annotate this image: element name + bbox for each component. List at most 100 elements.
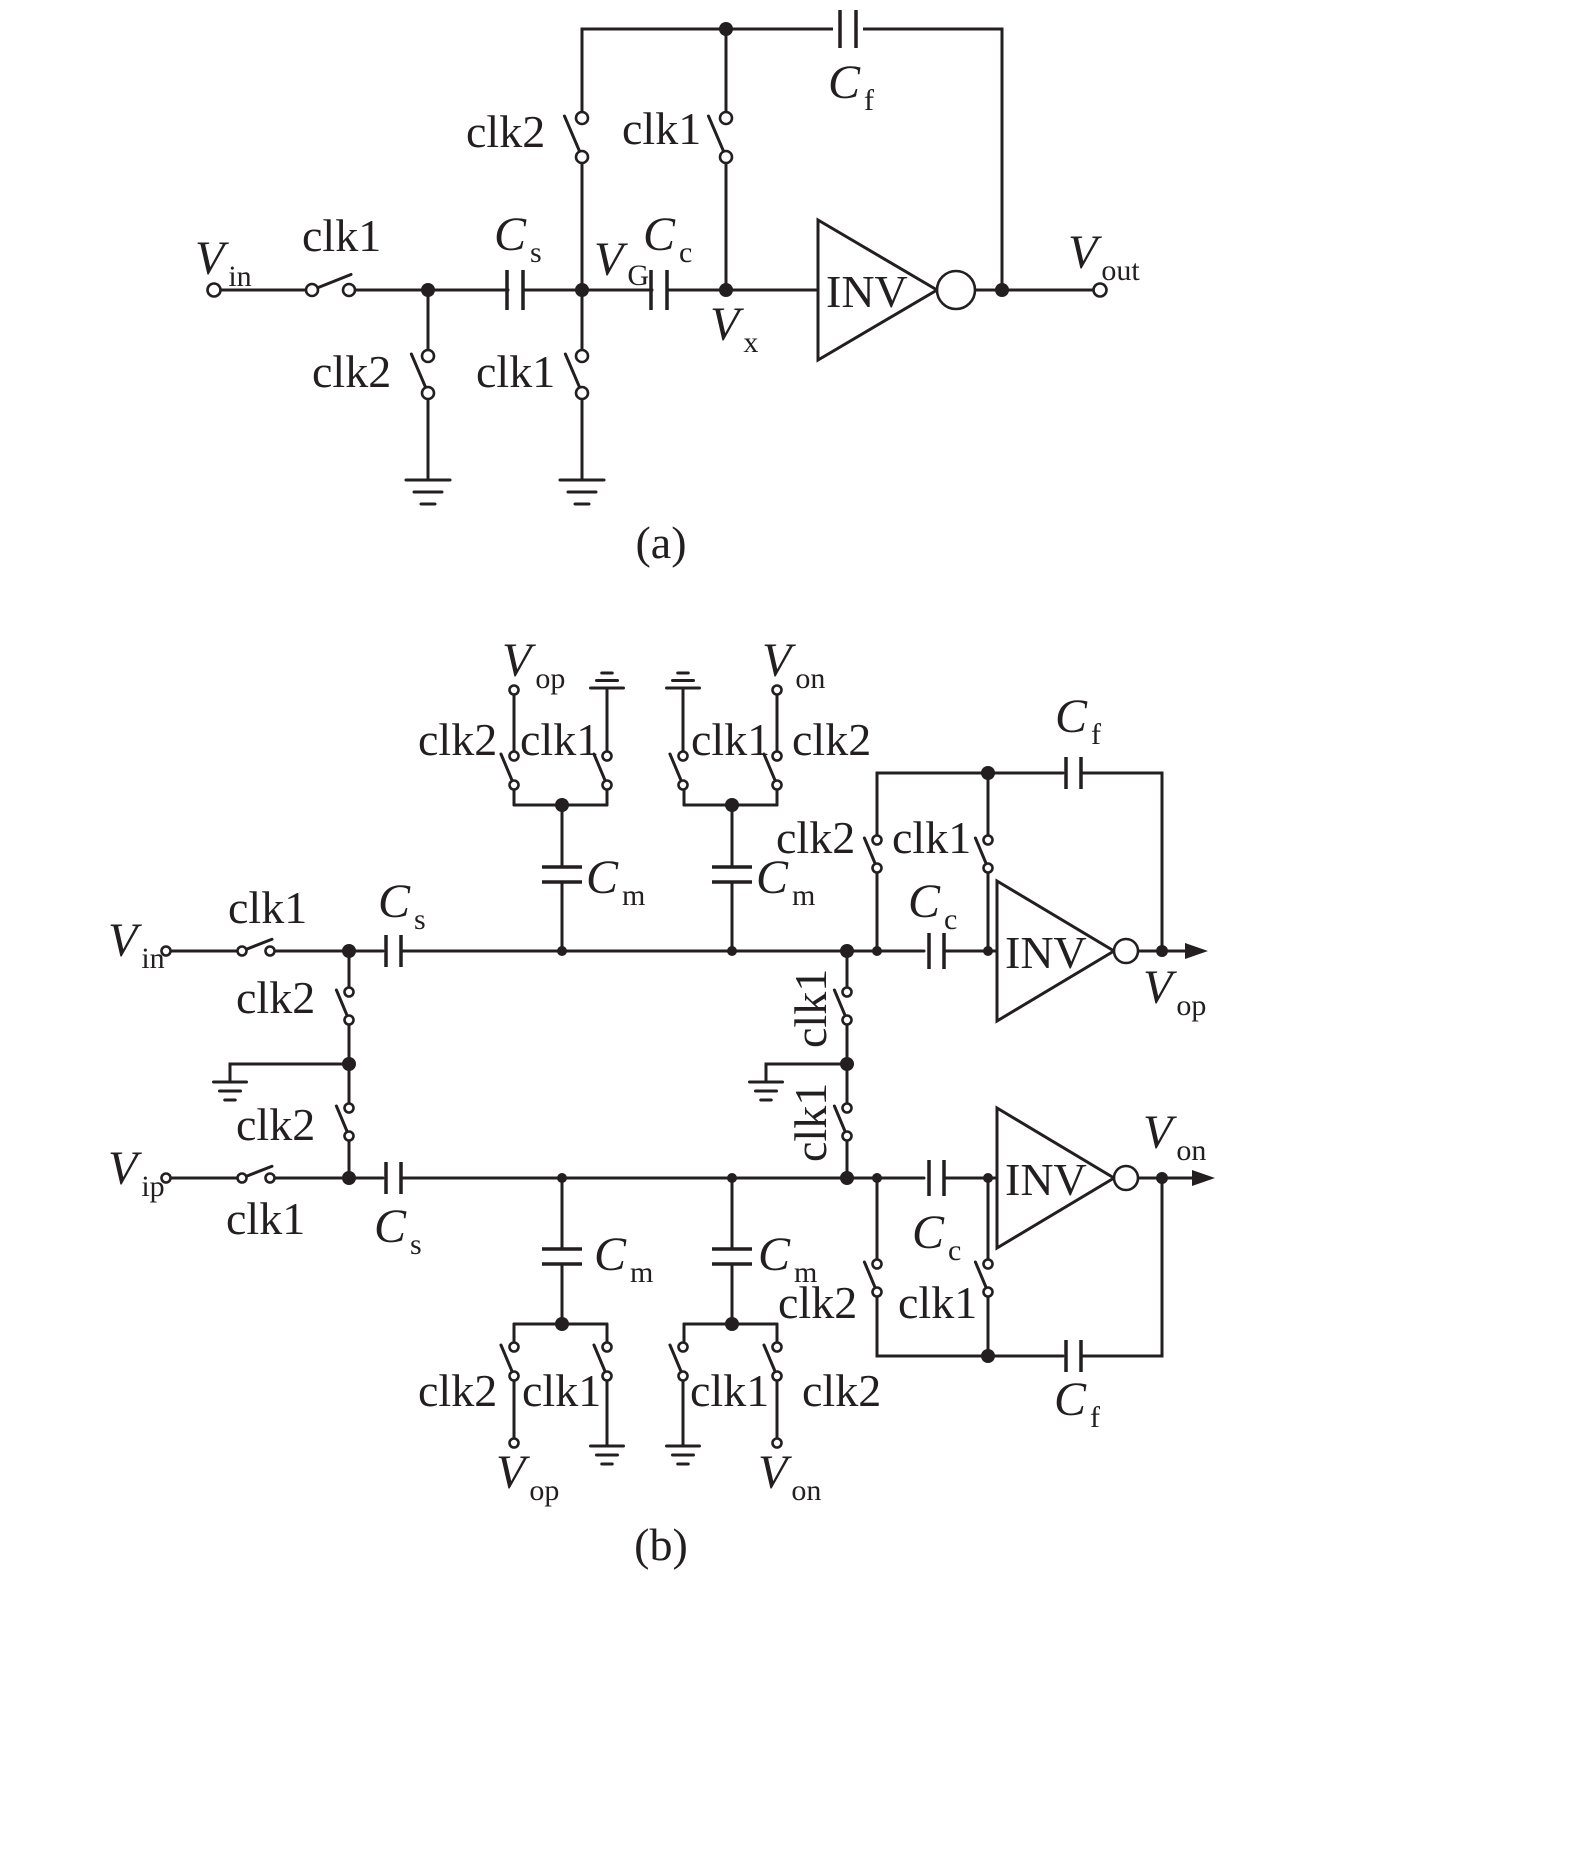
junction-node	[727, 1173, 737, 1183]
junction-node	[342, 1057, 356, 1071]
junction-node	[840, 1171, 854, 1185]
capacitor-gap	[833, 16, 863, 42]
output-arrow	[1185, 943, 1208, 959]
switch	[668, 1341, 689, 1382]
caption-b: (b)	[634, 1519, 688, 1570]
junction-node	[872, 1173, 882, 1183]
clk2-label: clk2	[802, 1365, 881, 1416]
clk2-label: clk2	[312, 346, 391, 397]
clk1-label: clk1	[892, 812, 971, 863]
junction-node	[1156, 945, 1168, 957]
junction-node	[719, 283, 733, 297]
junction-node	[872, 946, 882, 956]
ground-symbol	[748, 1080, 784, 1102]
switch	[236, 1164, 276, 1184]
switch	[562, 110, 590, 165]
junction-node	[421, 283, 435, 297]
junction-node	[725, 798, 739, 812]
switch	[499, 750, 520, 791]
capacitor	[1064, 1340, 1083, 1372]
capacitor	[384, 935, 403, 967]
wire	[1079, 1176, 1164, 1358]
capacitor	[838, 10, 858, 48]
junction-node	[719, 22, 733, 36]
wire	[764, 1062, 849, 1084]
junction-node	[575, 283, 589, 297]
junction-node	[983, 946, 993, 956]
terminal	[160, 945, 172, 957]
clk2-label: clk2	[418, 714, 497, 765]
clk2-label: clk2	[776, 812, 855, 863]
switch	[334, 1102, 355, 1142]
capacitor	[712, 865, 752, 884]
junction-node	[981, 1349, 995, 1363]
clk2-label: clk2	[466, 106, 545, 157]
clk1-label: clk1	[691, 714, 770, 765]
clk1-label: clk1	[622, 103, 701, 154]
junction-node	[840, 944, 854, 958]
switch	[706, 110, 734, 165]
inverter-label: INV	[1005, 927, 1087, 978]
clk2-label: clk2	[792, 714, 871, 765]
switch	[592, 1341, 613, 1382]
capacitor	[712, 1247, 752, 1266]
clk1-label: clk1	[785, 1083, 836, 1162]
clk1-label: clk1	[520, 714, 599, 765]
capacitor	[927, 1160, 946, 1196]
capacitor	[649, 270, 669, 310]
clk1-label: clk1	[522, 1365, 601, 1416]
switch	[236, 937, 276, 957]
switch	[832, 1102, 853, 1142]
capacitor	[542, 865, 582, 884]
capacitor	[542, 1247, 582, 1266]
ground-symbol	[558, 478, 606, 506]
output-arrow	[1192, 1170, 1215, 1186]
inverter-label: INV	[1005, 1154, 1087, 1205]
capacitor	[1064, 757, 1083, 789]
ground-symbol	[665, 671, 701, 690]
circuit-components	[160, 10, 1215, 1466]
switch	[409, 348, 436, 401]
ground-symbol	[212, 1080, 248, 1102]
clk1-label: clk1	[226, 1193, 305, 1244]
capacitor	[927, 933, 946, 969]
caption-a: (a)	[635, 517, 686, 568]
switch	[862, 834, 883, 874]
capacitor	[384, 1162, 403, 1194]
junction-node	[342, 944, 356, 958]
switch	[762, 1341, 783, 1382]
junction-node	[727, 946, 737, 956]
clk1-label: clk1	[690, 1365, 769, 1416]
junction-node	[725, 1317, 739, 1331]
clk1-label: clk1	[898, 1277, 977, 1328]
circuit-wiring	[164, 27, 1194, 1448]
terminal	[1092, 282, 1108, 298]
switch	[832, 986, 853, 1026]
inverter	[995, 878, 1140, 1024]
switch	[304, 272, 357, 298]
junction-node	[981, 766, 995, 780]
inverter	[995, 1105, 1140, 1251]
wire	[875, 1294, 1065, 1358]
capacitor	[505, 270, 525, 310]
junction-node	[555, 798, 569, 812]
clk1-label: clk1	[476, 346, 555, 397]
ground-symbol	[665, 1444, 701, 1466]
clk2-label: clk2	[778, 1277, 857, 1328]
